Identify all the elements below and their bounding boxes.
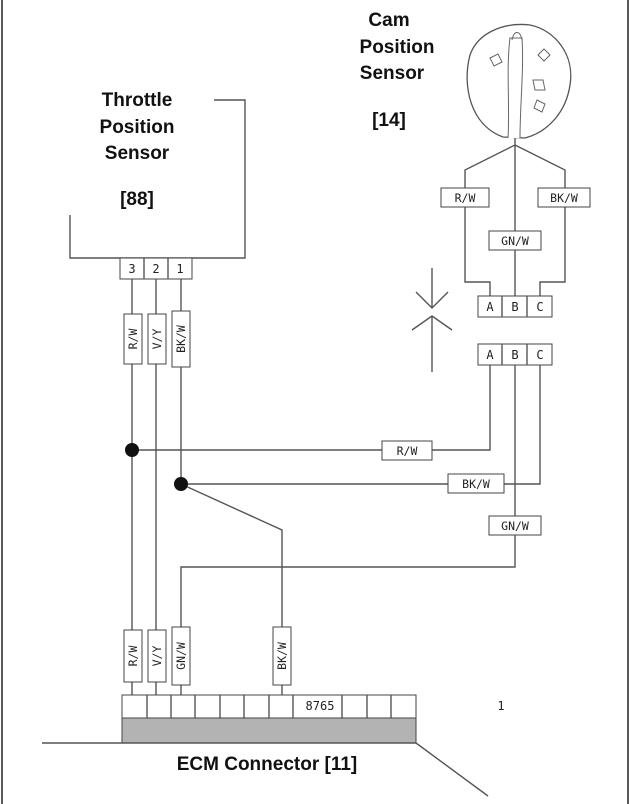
ecm-wire-labels: R/W V/Y GN/W BK/W: [123, 626, 292, 686]
h-label-bkw: BK/W: [462, 477, 490, 491]
cam-ref-number: [14]: [372, 110, 406, 131]
ecm-title: ECM Connector [11]: [177, 754, 358, 775]
tps-sensor-outline: [69, 99, 246, 259]
cam-plug-pin-a: A: [486, 300, 494, 314]
tps-label-vy: V/Y: [150, 329, 164, 350]
ecm-connector: 8765 1 ECM Connector [11]: [42, 694, 505, 797]
cam-title-line-1: Cam: [368, 10, 409, 31]
tps-pin-1: 1: [176, 262, 183, 276]
cam-title-line-3: Sensor: [360, 63, 425, 84]
cam-sensor-disc-icon: [466, 23, 572, 139]
tps-label-bkw: BK/W: [174, 325, 188, 353]
ecm-pin-one: 1: [497, 699, 504, 713]
tps-title-line-1: Throttle: [102, 90, 173, 111]
h-label-gnw: GN/W: [501, 519, 529, 533]
ecm-edge-line: [415, 742, 489, 797]
harness-pin-a: A: [486, 348, 494, 362]
ecm-connector-body: [121, 717, 417, 744]
ecm-pin-numbers: 8765: [306, 699, 335, 713]
harness-pin-c: C: [536, 348, 543, 362]
tps-pin-3: 3: [128, 262, 135, 276]
tps-pin-2: 2: [152, 262, 159, 276]
wire-h-rw: [132, 365, 491, 451]
connector-mating-icon: [411, 268, 453, 372]
splice-junction-rw: [125, 443, 139, 457]
h-label-bkw-box: [447, 473, 505, 494]
splice-junction-bkw: [174, 477, 188, 491]
tps-title-line-3: Sensor: [105, 143, 170, 164]
cam-title-line-2: Position: [360, 37, 435, 58]
h-label-rw-box: [381, 440, 433, 461]
wire-ecm-bkw: [180, 483, 283, 695]
tps-label-rw: R/W: [126, 329, 140, 350]
cam-wire-bkw: [514, 144, 566, 296]
tps-wire-labels: R/W V/Y BK/W: [123, 310, 191, 368]
wire-gnw: [180, 365, 516, 695]
ecm-label-bkw: BK/W: [275, 642, 289, 670]
cam-label-bkw-box: [537, 187, 591, 208]
ecm-label-gnw: GN/W: [174, 642, 188, 670]
ecm-label-rw: R/W: [126, 646, 140, 667]
h-label-gnw-box: [488, 515, 542, 536]
cam-wire-rw: [464, 138, 516, 296]
ecm-label-vy: V/Y: [150, 646, 164, 667]
cam-label-rw: R/W: [455, 191, 476, 205]
tps-ref-number: [88]: [120, 189, 154, 210]
cam-label-bkw: BK/W: [550, 191, 578, 205]
tps-title-line-2: Position: [100, 117, 175, 138]
harness-connector: A B C: [477, 343, 553, 366]
cam-plug-pin-c: C: [536, 300, 543, 314]
h-label-rw: R/W: [397, 444, 418, 458]
throttle-position-sensor: Throttle Position Sensor [88] 3 2 1: [69, 90, 246, 280]
cam-position-sensor: Cam Position Sensor [14] R/W GN/W BK/W A…: [360, 10, 591, 318]
cam-label-gnw-box: [488, 230, 542, 251]
cam-plug-pin-b: B: [511, 300, 518, 314]
cam-sensor-plug: [477, 295, 553, 318]
wire-h-bkw: [181, 365, 541, 485]
cam-label-rw-box: [440, 187, 490, 208]
harness-pin-b: B: [511, 348, 518, 362]
cam-label-gnw: GN/W: [501, 234, 529, 248]
